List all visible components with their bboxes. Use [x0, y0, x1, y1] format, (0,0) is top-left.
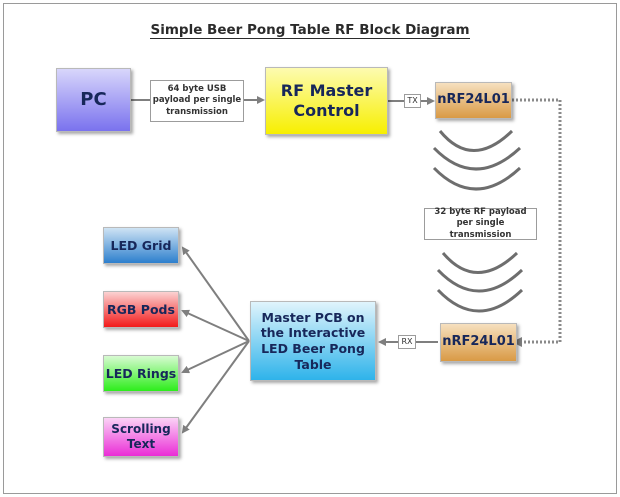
rf-master-control-node: RF Master Control — [265, 67, 388, 135]
rgb-pods-node: RGB Pods — [103, 291, 179, 328]
to-scrolling-text-arrow — [181, 340, 250, 434]
rx-label: RX — [398, 335, 416, 349]
led-grid-node: LED Grid — [103, 227, 179, 264]
nrf24l01-rx-node: nRF24L01 — [440, 323, 517, 362]
rf-link-dotted-line — [512, 98, 562, 344]
rf-payload-label: 32 byte RF payload per single transmissi… — [424, 207, 537, 240]
master-pcb-node: Master PCB on the Interactive LED Beer P… — [250, 301, 376, 381]
to-led-grid-arrow — [181, 246, 250, 342]
diagram-title: Simple Beer Pong Table RF Block Diagram — [150, 22, 470, 39]
scrolling-text-node: Scrolling Text — [103, 417, 179, 457]
usb-payload-label: 64 byte USB payload per single transmiss… — [150, 80, 244, 122]
tx-radio-waves-icon — [432, 129, 522, 191]
led-rings-node: LED Rings — [103, 355, 179, 392]
rf-link-arrowhead — [512, 337, 522, 347]
nrf24l01-tx-node: nRF24L01 — [435, 82, 512, 119]
tx-label: TX — [404, 94, 421, 108]
to-rgb-pods-arrow — [181, 309, 250, 342]
rx-radio-waves-icon — [436, 251, 524, 313]
to-led-rings-arrow — [181, 340, 250, 374]
pc-node: PC — [56, 68, 131, 132]
